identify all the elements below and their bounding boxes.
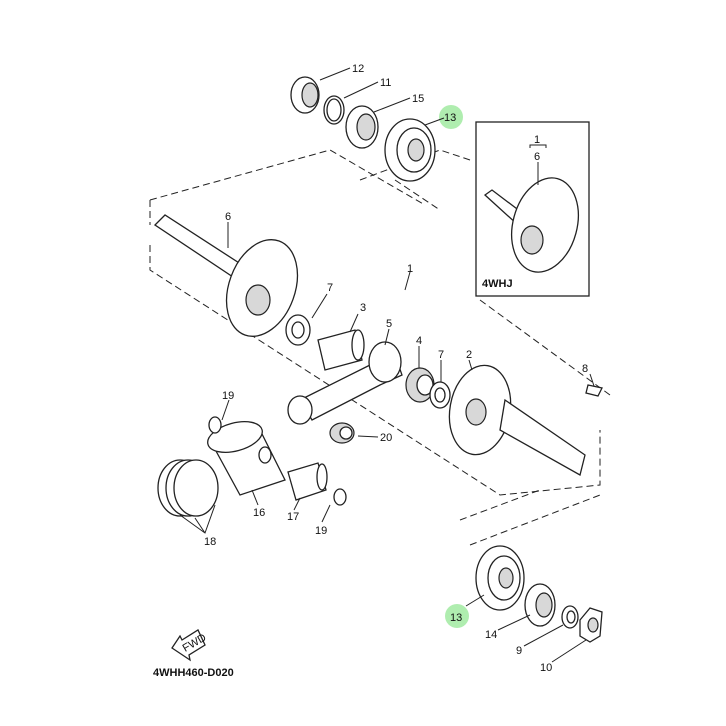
piston-pin-17 [287,462,328,501]
piston-16 [207,421,286,496]
highlight-13-bottom [445,604,469,628]
callout-7-right: 7 [438,349,444,361]
callout-15: 15 [412,93,424,105]
callout-1: 1 [407,263,413,275]
circlip-19-bottom [333,488,347,506]
callout-5: 5 [386,318,392,330]
callout-13-bottom: 13 [450,612,462,624]
bearing-top-guide [394,149,471,211]
callout-13-top: 13 [444,112,456,124]
piston-rings-18 [157,459,219,517]
callout-16: 16 [253,507,265,519]
oil-seal-15 [345,105,379,149]
callout-12: 12 [352,63,364,75]
needle-bearing-4 [405,367,435,403]
callout-19-bottom: 19 [315,525,327,537]
highlight-13-top [439,105,463,129]
assembly-outline [149,149,611,496]
washer-7-left [285,314,311,346]
callout-4: 4 [416,335,422,347]
callout-2: 2 [466,349,472,361]
bearing-13-bottom [475,545,525,611]
bearing-bottom-guide [459,489,601,546]
callout-7-left: 7 [327,282,333,294]
callout-10: 10 [540,662,552,674]
inset-ref-bottom: 6 [534,151,540,163]
callout-18: 18 [204,536,216,548]
inset-crank-half [483,177,579,273]
inset-code: 4WHJ [482,278,513,290]
crank-half-6 [153,214,299,337]
fwd-arrow-icon: FWD [171,629,208,662]
circlip-11 [323,95,345,125]
callout-17: 17 [287,511,299,523]
callout-19-top: 19 [222,390,234,402]
bearing-13-top [384,118,436,182]
oil-seal-14 [524,583,556,627]
crank-half-2 [448,364,586,476]
washer-7-right [429,381,451,409]
connecting-rod-5 [287,341,403,425]
oil-seal-12 [290,76,320,114]
callout-6: 6 [225,211,231,223]
callout-8: 8 [582,363,588,375]
nut-10 [579,607,603,643]
key-8 [585,384,603,397]
washer-9 [561,605,579,629]
circlip-19-top [208,416,222,434]
callout-11: 11 [380,77,391,89]
callout-20: 20 [380,432,392,444]
callout-3: 3 [360,302,366,314]
callout-9: 9 [516,645,522,657]
diagram-code: 4WHH460-D020 [153,667,234,679]
needle-bearing-20 [329,422,355,444]
callout-14: 14 [485,629,497,641]
inset-ref-top: 1 [534,134,540,146]
crank-pin-3 [317,329,365,371]
